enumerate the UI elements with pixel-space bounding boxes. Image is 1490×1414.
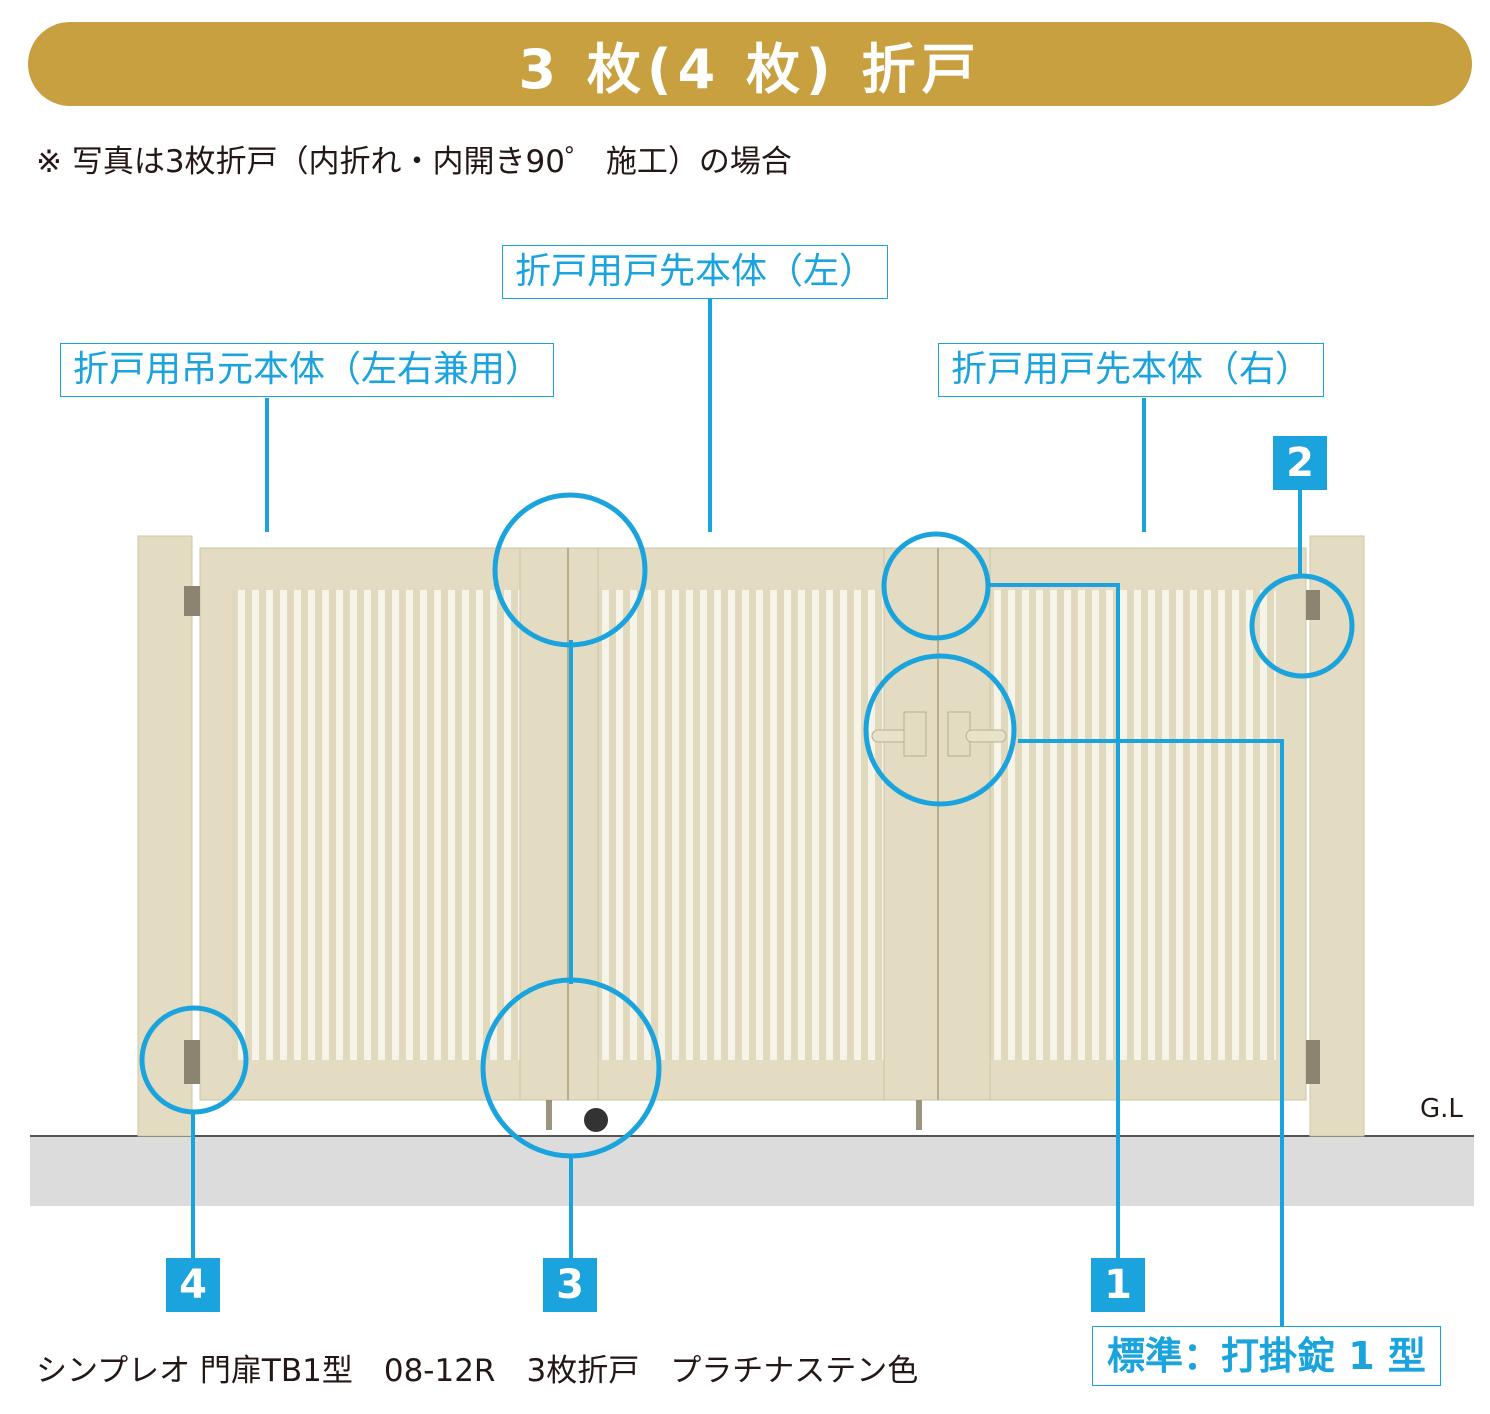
- hinge-top-left: [184, 586, 200, 616]
- label-middle-panel: 折戸用戸先本体（左）: [502, 245, 889, 299]
- right-post: [1309, 535, 1365, 1137]
- hinge-bottom-right: [1306, 1040, 1320, 1084]
- latch-handle-left: [871, 729, 909, 743]
- leader-standard: [1018, 739, 1284, 1328]
- page-title: 3 枚(4 枚) 折戸: [518, 37, 982, 101]
- detail-circle-latch: [863, 653, 1017, 807]
- detail-circle-caster: [480, 977, 662, 1159]
- title-bar: 3 枚(4 枚) 折戸: [28, 22, 1472, 106]
- left-post: [137, 535, 193, 1137]
- badge-1: 1: [1091, 1258, 1145, 1312]
- slats-middle: [598, 590, 884, 1060]
- detail-circle-left-hinge: [139, 1005, 249, 1115]
- label-right-panel: 折戸用戸先本体（右）: [938, 343, 1325, 397]
- ground-level-label: G.L: [1420, 1094, 1463, 1124]
- badge-4: 4: [166, 1258, 220, 1312]
- standard-lock-label: 標準：打掛錠 1 型: [1092, 1326, 1441, 1386]
- slats-right: [990, 590, 1276, 1060]
- ground-slab: [30, 1136, 1474, 1206]
- leader-badge-1: [987, 583, 1120, 1262]
- latch-handle-right: [965, 729, 1007, 743]
- product-caption: シンプレオ 門扉TB1型 08-12R 3枚折戸 プラチナステン色: [36, 1353, 919, 1389]
- stile-left-center: [519, 547, 599, 1101]
- hinge-bottom-left: [184, 1040, 200, 1084]
- caster-wheel: [584, 1108, 608, 1132]
- drop-rod-left: [546, 1100, 552, 1130]
- detail-circle-right-hinge: [1249, 573, 1355, 679]
- label-left-panel: 折戸用吊元本体（左右兼用）: [60, 343, 555, 397]
- drop-rod-right: [916, 1100, 922, 1130]
- detail-circle-top-stile: [492, 492, 648, 648]
- photo-note: ※ 写真は3枚折戸（内折れ・内開き90゜ 施工）の場合: [36, 144, 792, 180]
- detail-circle-meeting-top: [881, 531, 991, 641]
- badge-3: 3: [543, 1258, 597, 1312]
- hinge-top-right: [1306, 590, 1320, 620]
- slats-left: [232, 590, 520, 1060]
- badge-2: 2: [1273, 436, 1327, 490]
